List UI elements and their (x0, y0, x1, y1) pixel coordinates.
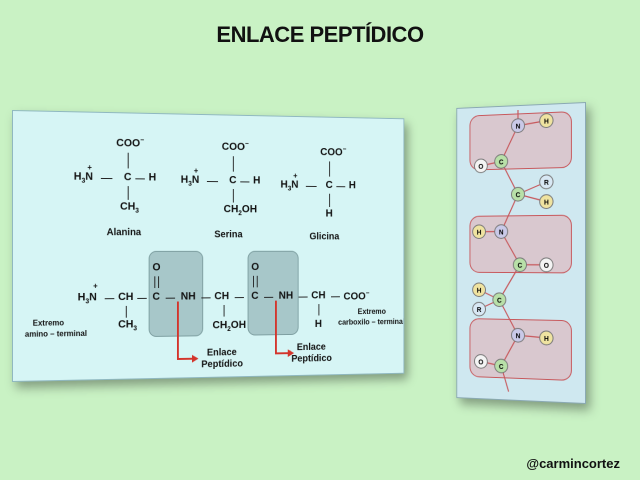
peptide-bond-label-2a: Enlace (297, 342, 326, 353)
atom-h-1: H (544, 118, 549, 125)
chain-ch-1: CH (118, 292, 133, 303)
chain-ch-2: CH (214, 291, 229, 302)
chain-c-2: C (251, 291, 258, 302)
peptide-arrow-1-stem (177, 302, 179, 360)
chain-coo: COO− (343, 290, 369, 302)
peptide-model-svg: N H O C C R H H N C O H R C N H O C (457, 103, 585, 403)
chain-o-2: O (251, 262, 259, 273)
amino-terminal-label-1: Extremo (33, 318, 64, 327)
glicina-structure: COO− + H3N C H H Glicina (13, 111, 403, 119)
author-credit: @carmincortez (526, 456, 620, 471)
atom-o-2: O (544, 263, 549, 270)
peptide-bond-label-1b: Peptídico (201, 359, 243, 370)
peptide-chain: + H3N CH CH3 O C NH CH CH2OH O C NH (13, 111, 403, 119)
atom-c-5: C (499, 364, 504, 371)
chemistry-panel: COO− + H3N C H CH3 Alanina COO− + H3N C … (12, 110, 404, 382)
atom-h-4: H (477, 288, 482, 295)
atom-n-3: N (516, 333, 521, 340)
peptide-arrow-1-horizontal (177, 358, 192, 360)
chain-ch-3: CH (311, 291, 325, 302)
serina-coo: COO− (222, 141, 249, 154)
chain-o-1: O (152, 263, 160, 274)
atom-n-2: N (499, 229, 504, 236)
peptide-model-panel: N H O C C R H H N C O H R C N H O C (456, 102, 586, 404)
chain-nh-2: NH (279, 291, 293, 302)
atom-c-1: C (499, 159, 504, 166)
serina-h: H (253, 176, 260, 187)
carboxyl-terminal-label-1: Extremo (358, 307, 386, 316)
model-plane-3 (470, 319, 571, 381)
serina-c: C (229, 175, 236, 186)
atom-h-5: H (544, 336, 549, 343)
chain-c-1: C (152, 292, 160, 303)
chain-h3n: H3N (78, 292, 97, 305)
glicina-h3n: H3N (280, 180, 298, 193)
alanina-coo: COO− (116, 137, 144, 150)
serina-ch2oh: CH2OH (224, 204, 257, 217)
chain-plus: + (93, 283, 98, 291)
atom-n-1: N (516, 123, 521, 130)
peptide-arrow-2-horizontal (275, 352, 288, 354)
page-title: ENLACE PEPTÍDICO (0, 22, 640, 48)
atom-h-3: H (477, 230, 482, 237)
alanina-ch3: CH3 (120, 202, 139, 215)
glicina-h-bottom: H (326, 209, 333, 219)
atom-o-3: O (478, 359, 483, 366)
carboxyl-terminal-label-2: carboxilo – terminal (338, 317, 404, 326)
atom-c-3: C (517, 263, 522, 270)
peptide-arrow-2-stem (275, 301, 277, 355)
alanina-structure: COO− + H3N C H CH3 Alanina (13, 111, 403, 119)
chain-h: H (315, 319, 322, 330)
atom-h-2: H (544, 199, 549, 206)
alanina-h: H (149, 173, 157, 184)
atom-o-1: O (478, 164, 483, 171)
glicina-c: C (326, 180, 333, 191)
chain-ch3: CH3 (118, 320, 137, 333)
atom-c-2: C (516, 192, 521, 199)
glicina-h: H (349, 181, 356, 191)
serina-h3n: H3N (181, 175, 200, 188)
serina-structure: COO− + H3N C H CH2OH Serina (13, 111, 403, 119)
glicina-coo: COO− (320, 146, 346, 158)
alanina-label: Alanina (107, 227, 142, 238)
peptide-bond-label-2b: Peptídico (291, 353, 332, 364)
amino-terminal-label-2: amino – terminal (25, 329, 87, 339)
atom-c-4: C (497, 298, 502, 305)
serina-label: Serina (214, 230, 242, 241)
peptide-arrow-1-head (192, 355, 199, 363)
atom-r-2: R (477, 307, 482, 314)
atom-r-1: R (544, 180, 549, 187)
peptide-bond-label-1a: Enlace (207, 347, 237, 358)
chain-nh-1: NH (181, 292, 196, 303)
glicina-label: Glicina (309, 232, 339, 243)
chain-ch2oh: CH2OH (212, 320, 246, 333)
alanina-c: C (124, 172, 132, 183)
alanina-h3n: H3N (74, 172, 93, 185)
